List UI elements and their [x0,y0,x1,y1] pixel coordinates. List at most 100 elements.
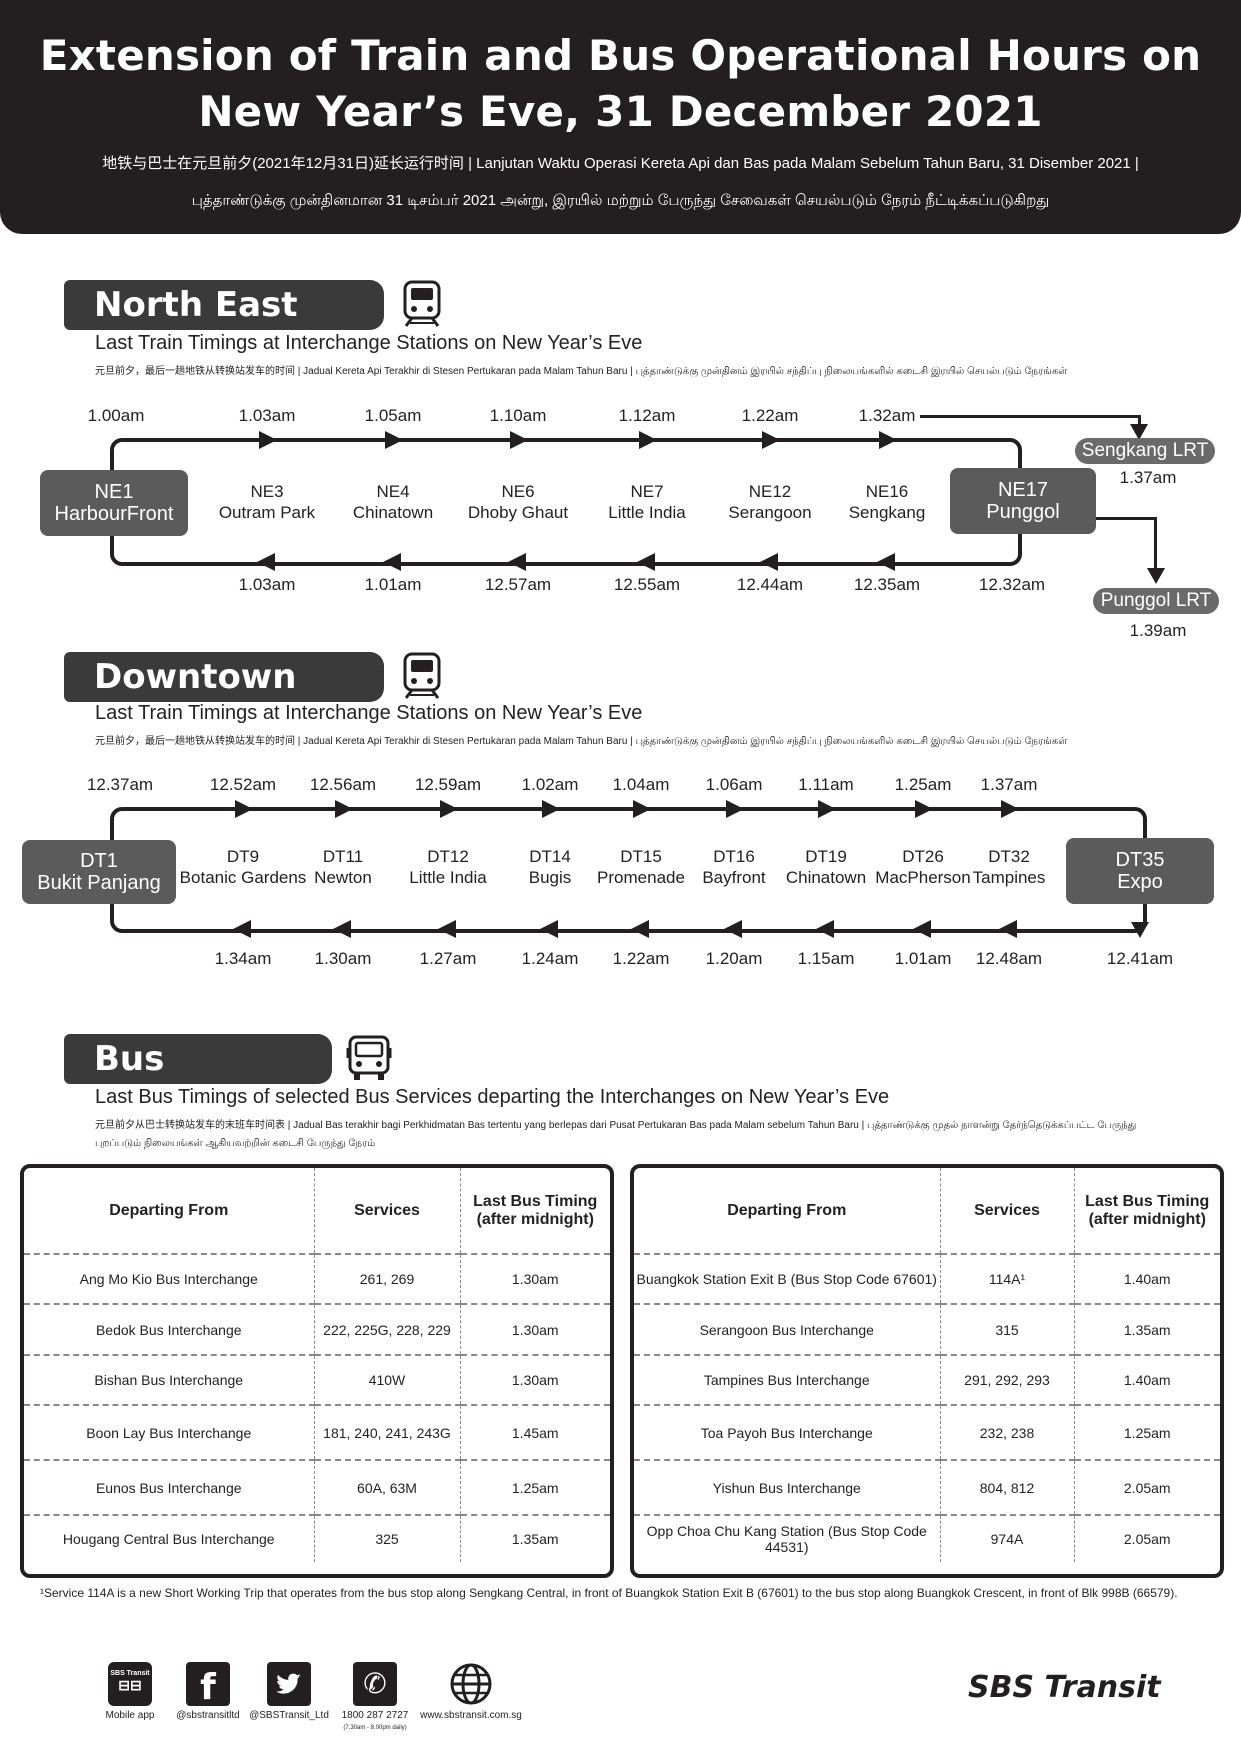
station-name: Expo [1117,871,1163,893]
bus-cell-time: 1.45am [459,1405,610,1461]
nel-time-top: 1.32am [858,406,916,425]
station-name: Chinatown [352,503,434,522]
table-row: Opp Choa Chu Kang Station (Bus Stop Code… [634,1515,1220,1562]
station-code: NE4 [376,482,410,501]
sbs-transit-logo: SBS Transit [968,1670,1161,1705]
bus-table-left: Departing From Services Last Bus Timing(… [20,1164,614,1578]
sengkang-lrt-time: 1.37am [1119,468,1177,487]
multilingual-subtitle-1: 地铁与巴士在元旦前夕(2021年12月31日)延长运行时间 | Lanjutan… [102,155,1139,172]
dtl-time-bottom: 1.01am [894,949,952,968]
punggol-lrt-badge: Punggol LRT [1093,588,1219,614]
bus-cell-time: 1.40am [1073,1355,1220,1406]
dtl-terminal-start: DT1 Bukit Panjang [22,840,176,904]
station-code: DT11 [322,847,364,866]
bus-cell-from: Boon Lay Bus Interchange [24,1405,314,1461]
nel-terminal-end: NE17 Punggol [950,468,1096,534]
arrow-left-icon [913,920,931,938]
header-banner: Extension of Train and Bus Operational H… [0,0,1241,234]
title-line-2: New Year’s Eve, 31 December 2021 [198,87,1043,136]
station-name: Tampines [972,868,1046,887]
dtl-time-top: 12.59am [414,775,482,794]
bus-subtitle-multilingual-2: புறப்படும் நிலையங்கள் ஆகியவற்றின் கடைசி … [95,1138,376,1149]
bus-cell-time: 1.25am [1073,1405,1220,1461]
dtl-time-top: 1.02am [521,775,579,794]
arrow-right-icon [1001,800,1019,818]
arrow-right-icon [510,431,528,449]
dtl-time-top: 1.11am [798,775,854,794]
dtl-time-bottom: 1.30am [314,949,372,968]
dtl-time-top: 12.52am [209,775,277,794]
column-header-services: Services [313,1168,460,1255]
dtl-time-top-start: 12.37am [86,775,154,794]
nel-time-top: 1.03am [238,406,296,425]
dtl-terminal-end: DT35 Expo [1066,838,1214,904]
arrow-left-icon [877,553,895,571]
nel-time-top-start: 1.00am [87,406,145,425]
station-code: NE12 [748,482,792,501]
bus-cell-from: Tampines Bus Interchange [634,1355,940,1406]
station-name: Outram Park [218,503,316,522]
station-name: HarbourFront [54,503,174,525]
arrow-left-icon [508,553,526,571]
phone-hours: (7.30am - 8.00pm daily) [343,1725,407,1731]
arrow-down-icon [1130,424,1148,440]
nel-time-top: 1.10am [489,406,547,425]
mobile-app-link[interactable]: SBS Transit⊟⊟ Mobile app [100,1662,160,1721]
twitter-handle: @SBSTransit_Ltd [249,1710,329,1721]
bus-cell-services: 410W [313,1355,460,1406]
arrow-left-icon [637,553,655,571]
station-code: NE1 [94,481,134,503]
station-name: Bayfront [702,868,766,887]
station-code: DT26 [902,847,944,866]
website-url: www.sbstransit.com.sg [420,1710,522,1721]
arrow-right-icon [633,800,651,818]
nel-time-bottom: 12.55am [613,575,681,594]
bus-cell-from: Eunos Bus Interchange [24,1460,314,1516]
bus-subtitle: Last Bus Timings of selected Bus Service… [95,1086,890,1108]
bus-cell-from: Bedok Bus Interchange [24,1304,314,1356]
bus-cell-time: 1.25am [459,1460,610,1516]
website-link[interactable]: www.sbstransit.com.sg [418,1662,524,1721]
nel-subtitle: Last Train Timings at Interchange Statio… [95,332,643,354]
arrow-left-icon [760,553,778,571]
column-header-from: Departing From [634,1168,940,1255]
facebook-icon: f [186,1662,230,1708]
nel-time-top: 1.12am [618,406,676,425]
bus-cell-time: 1.30am [459,1304,610,1356]
twitter-link[interactable]: @SBSTransit_Ltd [248,1662,330,1721]
arrow-left-icon [540,920,558,938]
nel-time-bottom: 1.01am [364,575,422,594]
station-code: DT35 [1115,849,1165,871]
bus-cell-from: Ang Mo Kio Bus Interchange [24,1254,314,1305]
arrow-left-icon [233,920,251,938]
nel-lrt-connector-bottom [1095,517,1157,520]
train-icon [403,652,441,699]
station-name: Dhoby Ghaut [467,503,569,522]
station-code: NE3 [250,482,284,501]
facebook-link[interactable]: f @sbstransitltd [170,1662,246,1721]
bus-cell-services: 974A [939,1515,1074,1562]
arrow-left-icon [631,920,649,938]
bus-cell-time: 1.30am [459,1355,610,1406]
station-code: DT16 [713,847,755,866]
bus-cell-services: 315 [939,1304,1074,1356]
bus-cell-services: 291, 292, 293 [939,1355,1074,1406]
arrow-right-icon [542,800,560,818]
phone-link[interactable]: ✆ 1800 287 2727 (7.30am - 8.00pm daily) [336,1662,414,1732]
station-name: Promenade [597,868,685,887]
station-name: Chinatown [785,868,867,887]
mobile-app-label: Mobile app [105,1710,155,1721]
arrow-right-icon [440,800,458,818]
bus-cell-from: Toa Payoh Bus Interchange [634,1405,940,1461]
station-name: Bugis [528,868,572,887]
